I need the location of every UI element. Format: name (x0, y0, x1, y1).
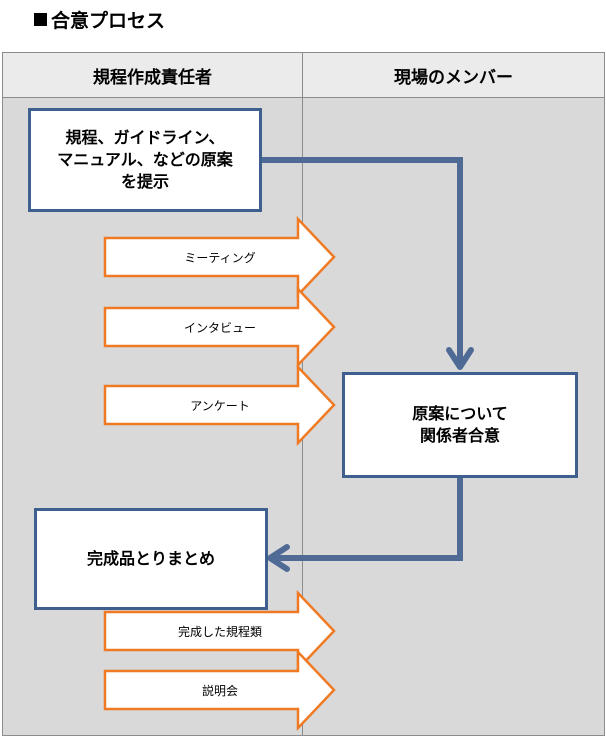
arrow-label-survey: アンケート (190, 398, 250, 413)
page-title: 合意プロセス (34, 8, 165, 34)
arrowhead-left (267, 544, 290, 572)
orange-arrow-briefing (103, 648, 336, 731)
orange-arrow-meeting (103, 215, 336, 299)
orange-arrow-completed (103, 589, 336, 673)
square-bullet-icon (34, 13, 47, 26)
orange-arrow-interview (103, 285, 336, 369)
connector-agreement-to-finalize (272, 478, 463, 561)
box-agreement: 原案について 関係者合意 (342, 372, 578, 478)
box-finalize: 完成品とりまとめ (34, 508, 268, 610)
arrow-label-completed: 完成した規程類 (177, 624, 262, 639)
box-proposal: 規程、ガイドライン、 マニュアル、などの原案 を提示 (28, 108, 262, 212)
arrowhead-down (446, 347, 474, 370)
arrow-label-meeting: ミーティング (184, 250, 256, 265)
connector-proposal-to-agreement (262, 157, 463, 365)
arrow-label-interview: インタビュー (183, 320, 256, 335)
lane-header-author: 規程作成責任者 (2, 52, 303, 98)
lane-header-members: 現場のメンバー (302, 52, 605, 98)
orange-arrow-survey (103, 363, 336, 447)
arrow-label-briefing: 説明会 (201, 683, 238, 698)
title-text: 合意プロセス (51, 10, 166, 32)
